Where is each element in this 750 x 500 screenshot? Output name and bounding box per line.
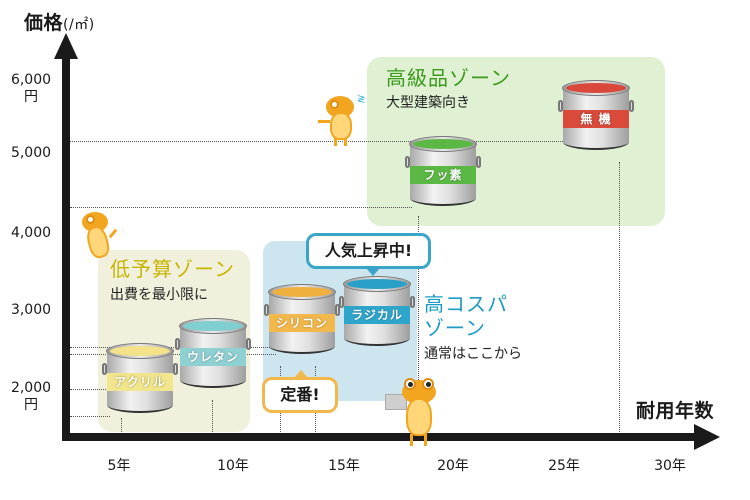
x-tick-30: 30年 (654, 458, 686, 474)
can-label-acrylic: アクリル (107, 373, 173, 391)
y-tick-value: 3,000 (10, 302, 52, 318)
paint-can-urethane: ウレタン (175, 318, 251, 394)
x-tick-5: 5年 (107, 458, 131, 474)
y-tick-5000: 5,000 (4, 145, 58, 162)
y-axis-title-text: 価格 (24, 12, 64, 34)
y-tick-3000: 3,000 (4, 302, 58, 319)
y-tick-2000: 2,000 円 (4, 380, 58, 414)
y-tick-4000: 4,000 (4, 225, 58, 242)
can-label-radical: ラジカル (344, 306, 410, 324)
costperf-zone-subtitle: 通常はここから (424, 346, 522, 362)
x-axis-title: 耐用年数 (636, 400, 715, 422)
can-label-silicone: シリコン (269, 314, 335, 332)
x-tick-25: 25年 (548, 458, 580, 474)
x-tick-10: 10年 (217, 458, 249, 474)
y-tick-value: 6,000 (10, 72, 52, 88)
costperf-zone-title-2: ゾーン (424, 316, 486, 340)
guide-line-h (70, 347, 276, 348)
y-axis-unit: (/㎡) (63, 17, 95, 33)
y-axis-title: 価格(/㎡) (24, 8, 95, 35)
x-tick-20: 20年 (437, 458, 469, 474)
budget-zone-subtitle: 出費を最小限に (110, 287, 208, 303)
x-axis (62, 433, 698, 441)
sweat-mark-icon: ≷ (357, 94, 366, 105)
paint-can-fluorine: フッ素 (405, 136, 481, 216)
x-tick-15: 15年 (328, 458, 360, 474)
guide-line-h (70, 207, 412, 208)
frog-mascot-sign (385, 378, 445, 448)
y-tick-value: 2,000 (10, 380, 52, 396)
guide-line-h (70, 141, 565, 142)
can-label-urethane: ウレタン (180, 348, 246, 366)
sign-icon (385, 394, 407, 410)
y-tick-value: 5,000 (10, 145, 52, 161)
standard-callout: 定番! (262, 377, 338, 413)
guide-line-v (212, 400, 213, 434)
y-tick-unit: 円 (24, 89, 38, 105)
guide-line-h (70, 389, 110, 390)
guide-line-h (70, 416, 110, 417)
can-label-fluorine: フッ素 (410, 166, 476, 184)
y-tick-6000: 6,000 円 (4, 72, 58, 106)
rising-popularity-callout: 人気上昇中! (306, 233, 431, 269)
premium-zone-subtitle: 大型建築向き (386, 95, 470, 111)
frog-mascot-sweating: ≷ (316, 92, 366, 148)
paint-can-radical: ラジカル (339, 276, 415, 352)
guide-line-v (619, 162, 620, 434)
guide-line-v (418, 216, 419, 434)
y-axis (62, 55, 70, 441)
paint-can-silicone: シリコン (264, 284, 340, 360)
standard-bubble-tail (294, 370, 308, 378)
frog-mascot-jumping (78, 212, 120, 264)
budget-zone-title: 低予算ゾーン (110, 257, 235, 281)
rising-bubble-tail (366, 268, 380, 276)
paint-can-inorganic: 無 機 (558, 80, 634, 160)
guide-line-h (70, 354, 276, 355)
y-axis-arrow-icon (54, 33, 78, 59)
can-label-inorganic: 無 機 (563, 110, 629, 128)
y-tick-value: 4,000 (10, 225, 52, 241)
guide-line-v (121, 418, 122, 434)
premium-zone-title: 高級品ゾーン (386, 66, 511, 90)
costperf-zone-title-1: 高コスパ (424, 292, 508, 316)
x-axis-arrow-icon (694, 424, 720, 450)
y-tick-unit: 円 (24, 397, 38, 413)
paint-can-acrylic: アクリル (102, 343, 178, 419)
